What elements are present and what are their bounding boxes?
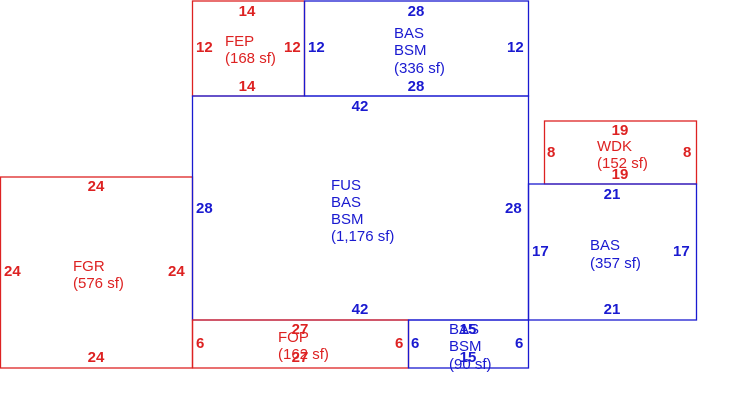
fus-dim-top: 42: [352, 98, 369, 115]
fop-dim-bottom: 27: [292, 349, 309, 366]
wdk-dim-right: 8: [683, 144, 691, 161]
bas-right-dim-top: 21: [604, 186, 621, 203]
bas-right-label-2: (357 sf): [590, 255, 641, 272]
fus-label-2: BAS: [331, 194, 361, 211]
fep-dim-right: 12: [284, 39, 301, 56]
fgr-dim-bottom: 24: [88, 349, 105, 366]
area-bas-small: 15 15 6 6 BAS BSM (90 sf): [407, 319, 530, 373]
bas-right-dim-right: 17: [673, 243, 690, 260]
bas-small-dim-left: 6: [411, 335, 419, 352]
bas-right-outline: [527, 183, 698, 321]
bas-top-dim-top: 28: [408, 3, 425, 20]
bas-small-dim-bottom: 15: [460, 349, 477, 366]
fop-dim-top: 27: [292, 321, 309, 338]
area-bas-right: 21 21 17 17 BAS (357 sf): [527, 183, 698, 321]
bas-top-label-3: (336 sf): [394, 60, 445, 77]
bas-right-dim-bottom: 21: [604, 301, 621, 318]
fgr-label-2: (576 sf): [73, 275, 124, 292]
fgr-label-1: FGR: [73, 258, 105, 275]
bas-top-dim-bottom: 28: [408, 78, 425, 95]
area-bas-top: 28 28 12 12 BAS BSM (336 sf): [303, 0, 530, 97]
wdk-label-2: (152 sf): [597, 155, 648, 172]
fus-dim-bottom: 42: [352, 301, 369, 318]
bas-right-label-1: BAS: [590, 237, 620, 254]
bas-small-label-2: BSM: [449, 338, 482, 355]
fus-dim-right: 28: [505, 200, 522, 217]
wdk-dim-top: 19: [612, 122, 629, 139]
area-fop: 27 27 6 6 FOP (162 sf): [191, 319, 410, 369]
fus-label-4: (1,176 sf): [331, 228, 394, 245]
fgr-dim-top: 24: [88, 178, 105, 195]
bas-top-label-1: BAS: [394, 25, 424, 42]
area-fgr: 24 24 24 24 FGR (576 sf): [0, 176, 194, 369]
wdk-dim-bottom: 19: [612, 166, 629, 183]
bas-small-label-3: (90 sf): [449, 356, 492, 373]
fep-dim-top: 14: [239, 3, 256, 20]
area-fus: 42 42 28 28 FUS BAS BSM (1,176 sf): [191, 95, 530, 321]
bas-top-dim-right: 12: [507, 39, 524, 56]
fop-dim-left: 6: [196, 335, 204, 352]
bas-small-outline: [407, 319, 530, 369]
fop-label-2: (162 sf): [278, 346, 329, 363]
fep-dim-bottom: 14: [239, 78, 256, 95]
bas-small-label-1: BAS: [449, 321, 479, 338]
fgr-dim-right: 24: [168, 263, 185, 280]
bas-right-dim-left: 17: [532, 243, 549, 260]
area-wdk: 19 19 8 8 WDK (152 sf): [543, 120, 698, 185]
fep-label-1: FEP: [225, 33, 254, 50]
bas-small-dim-top: 15: [460, 321, 477, 338]
fus-dim-left: 28: [196, 200, 213, 217]
bas-top-dim-left: 12: [308, 39, 325, 56]
bas-small-dim-right: 6: [515, 335, 523, 352]
fus-label-3: BSM: [331, 211, 364, 228]
fop-dim-right: 6: [395, 335, 403, 352]
fus-label-1: FUS: [331, 177, 361, 194]
bas-top-label-2: BSM: [394, 42, 427, 59]
wdk-dim-left: 8: [547, 144, 555, 161]
fgr-dim-left: 24: [4, 263, 21, 280]
fep-label-2: (168 sf): [225, 50, 276, 67]
wdk-label-1: WDK: [597, 138, 632, 155]
fep-dim-left: 12: [196, 39, 213, 56]
fop-label-1: FOP: [278, 329, 309, 346]
area-fep: 14 14 12 12 FEP (168 sf): [191, 0, 306, 97]
